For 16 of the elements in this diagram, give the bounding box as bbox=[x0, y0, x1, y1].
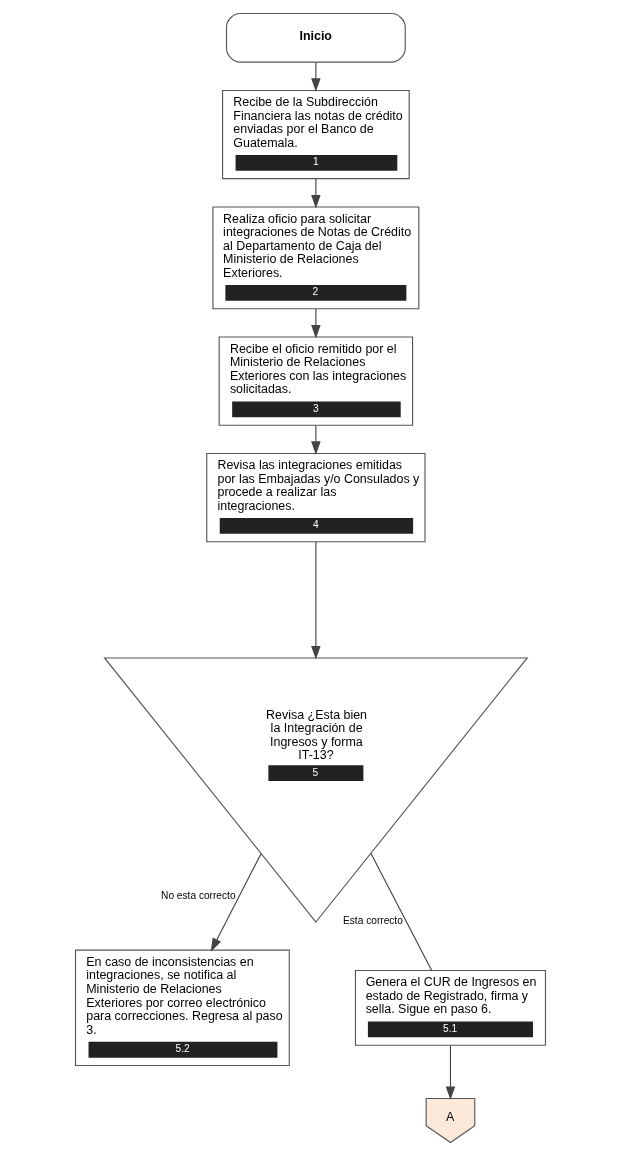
arrow bbox=[310, 178, 321, 209]
arrow bbox=[210, 853, 262, 952]
arrow bbox=[310, 308, 321, 339]
node-box: Realiza oficio para solicitar integraciones de Notas de Crédito al Departamento de Caja del Ministerio de Relaciones Exteriores. 2 bbox=[211, 206, 419, 310]
edge-label: No esta correcto bbox=[160, 889, 236, 901]
arrow bbox=[310, 541, 321, 660]
node-box: Revisa las integraciones emitidas por las Embajadas y/o Consulados y procede a realizar las integraciones. 4 bbox=[205, 452, 426, 543]
node-box: En caso de inconsistencias en integraciones, se notifica al Ministerio de Relaciones Exteriores por correo electrónico para correcciones. Regresa al paso 3. 5.2 bbox=[74, 949, 290, 1067]
node-box: Inicio bbox=[225, 12, 406, 63]
arrow bbox=[310, 424, 321, 455]
node-box: Recibe el oficio remitido por el Ministerio de Relaciones Exteriores con las integraciones solicitadas. 3 bbox=[218, 336, 413, 426]
arrow bbox=[310, 61, 321, 92]
node-box: Genera el CUR de Ingresos en estado de Registrado, firma y sella. Sigue en paso 6. 5.1 bbox=[354, 970, 546, 1046]
arrow bbox=[445, 1044, 455, 1100]
node-box: Recibe de la Subdirección Financiera las notas de crédito enviadas por el Banco de Guatemala. 1 bbox=[221, 89, 410, 180]
connector bbox=[369, 852, 432, 971]
